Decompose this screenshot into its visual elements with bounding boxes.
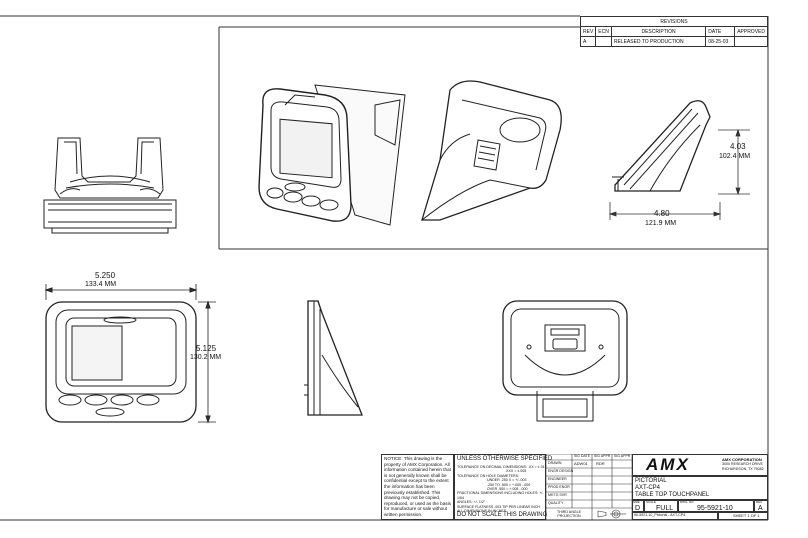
- top-width-mm-label: 121.9 MM: [645, 220, 677, 227]
- signoff-header: SIG APPR: [594, 454, 611, 458]
- signoff-grid: SIG DATE SIG APPR SIG APPR DRAWN ADW01 R…: [546, 454, 632, 520]
- front-width-in-label: 5.250: [95, 271, 116, 280]
- tolerance-lines: TOLERANCE ON DECIMAL DIMENSIONS: .XX = ±…: [457, 465, 545, 513]
- dwg-no-label: DWG. NO.: [680, 500, 695, 504]
- company-name: AMX CORPORATION: [722, 457, 762, 462]
- signoff-header: SIG DATE: [574, 454, 591, 458]
- file-cell: [632, 512, 718, 520]
- rev-label: REV: [756, 500, 763, 504]
- tolerance-line: FRACTIONAL DIMENSIONS INCLUDING HOLES: +…: [457, 491, 544, 500]
- signoff-role: DRAWN: [548, 461, 562, 465]
- tolerance-line: SURFACE FLATNESS .003 TIP PER LINEAR INC…: [457, 504, 540, 509]
- front-height-mm-label: 130.2 MM: [190, 354, 222, 361]
- notice-cell: [381, 454, 454, 520]
- approved-cell: [734, 36, 768, 47]
- projection-label: THIRD ANGLE PROJECTION: [557, 510, 581, 519]
- projection-symbol-icon: [597, 509, 626, 519]
- ecn-cell: [595, 36, 612, 47]
- size-cell: [632, 500, 644, 512]
- sheet-cell: [718, 512, 768, 520]
- file-name: 95-5921-10_Pictorial - AXT-CP4: [634, 513, 686, 517]
- sheet-label: SHEET 1 OF 1: [733, 513, 760, 518]
- dock-back-view: [43, 137, 177, 234]
- front-height-in-label: 5.125: [196, 344, 217, 353]
- date-header: DATE: [705, 26, 736, 37]
- signoff-header: SIG APPR: [614, 454, 631, 458]
- rev-cell: A: [579, 36, 597, 47]
- title-cell: [632, 476, 768, 500]
- signoff-grid-lines: [546, 454, 632, 520]
- rev-cell-block: [754, 500, 768, 512]
- scale-value: FULL: [656, 505, 674, 512]
- tolerance-line: ANGLES: +/- 1/2°: [457, 500, 486, 505]
- back-view: [502, 300, 628, 422]
- rev-value: A: [758, 505, 763, 512]
- side-profile-view: [612, 100, 711, 192]
- pictorial-front-view: [258, 84, 406, 226]
- tolerance-footer: DO NOT SCALE THIS DRAWING: [457, 512, 548, 518]
- dwg-no-cell: [678, 500, 754, 512]
- revisions-title: REVISIONS: [580, 16, 768, 27]
- top-height-mm-label: 102.4 MM: [719, 153, 751, 160]
- signoff-appr: RDR: [596, 461, 605, 466]
- tolerance-line: TOLERANCE ON DECIMAL DIMENSIONS: .XX = ±…: [457, 465, 545, 469]
- drawing-title-2: AXT-CP4: [635, 485, 661, 491]
- scale-cell: [644, 500, 678, 512]
- ecn-header: ECN: [595, 26, 612, 37]
- front-view: [44, 284, 216, 424]
- company-address-1: 3000 RESEARCH DRIVE: [722, 462, 763, 466]
- drawing-title-1: PICTORIAL: [635, 478, 667, 484]
- notice-text: NOTICE: This drawing is the property of …: [384, 456, 451, 517]
- date-cell: 08-25-03: [705, 36, 736, 47]
- tolerance-line: OVER .500 = +.008 -.000: [487, 487, 528, 492]
- side-view: [304, 300, 363, 416]
- tolerance-cell: [454, 454, 546, 520]
- signoff-role: QUALITY: [548, 501, 564, 505]
- top-dimension-lines: [608, 128, 750, 220]
- tolerance-line: .XXX = ±.005: [505, 469, 527, 474]
- revisions-table: REVISIONS REV ECN DESCRIPTION DATE APPRO…: [579, 16, 768, 47]
- description-header: DESCRIPTION: [610, 26, 707, 37]
- front-width-mm-label: 133.4 MM: [85, 281, 117, 288]
- top-width-in-label: 4.80: [654, 209, 670, 218]
- size-value: D: [635, 505, 641, 512]
- dwg-no-value: 95-5921-10: [697, 505, 733, 512]
- signoff-role: MKTG SVR: [548, 493, 567, 497]
- signoff-role: ENGINEER: [548, 477, 567, 481]
- company-address-2: RICHARDSON, TX 75082: [722, 467, 764, 471]
- scale-label: SCALE: [646, 500, 656, 504]
- description-cell: RELEASED TO PRODUCTION: [610, 36, 707, 47]
- company-logo: AMX: [646, 455, 690, 474]
- signoff-role: PROD ENGR: [548, 485, 570, 489]
- tolerance-line: UNDER .250 X = +/-.003: [487, 478, 527, 483]
- drawing-title-3: TABLE TOP TOUCHPANEL: [635, 492, 710, 498]
- size-label: SIZE: [633, 500, 640, 504]
- signoff-role: ENGR DESIGN: [548, 469, 574, 473]
- tolerance-title: UNLESS OTHERWISE SPECIFIED: [457, 456, 553, 462]
- tolerance-line: TOLERANCE ON HOLE DIAMETERS:: [457, 473, 520, 478]
- tolerance-line: ALL DIMENSIONS IN INCHES: [457, 509, 507, 514]
- approved-header: APPROVED: [734, 26, 768, 37]
- rev-header: REV: [579, 26, 597, 37]
- company-cell: [632, 454, 768, 476]
- tolerance-line: .250 TO .500 = +.005 -.000: [487, 482, 531, 487]
- top-height-in-label: 4.03: [730, 142, 746, 151]
- signoff-sig: ADW01: [574, 461, 588, 466]
- pictorial-back-view: [421, 80, 562, 221]
